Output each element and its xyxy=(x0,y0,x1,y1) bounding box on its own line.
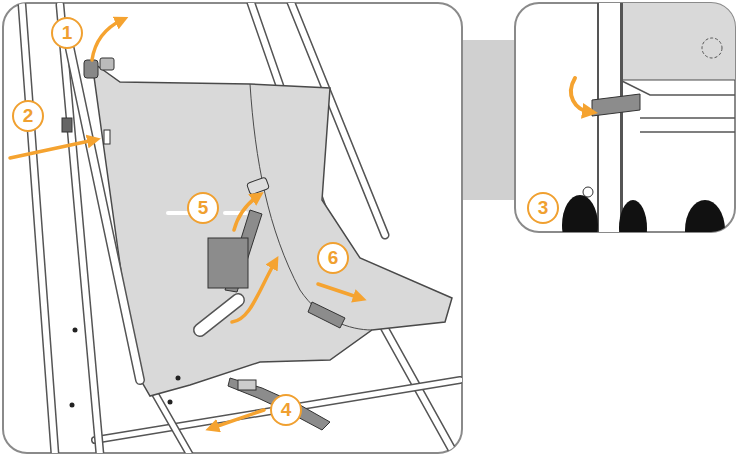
frame-tube xyxy=(22,5,55,453)
direction-arrow xyxy=(232,262,275,322)
hidden-hole xyxy=(702,38,722,58)
callout-number: 2 xyxy=(12,100,44,132)
bottom-strap xyxy=(228,378,330,430)
instruction-arrows xyxy=(10,20,360,428)
wheel xyxy=(685,200,725,232)
pivot-knob xyxy=(583,187,593,197)
side-slot xyxy=(104,130,110,144)
cross-tube xyxy=(200,300,238,330)
frame-tube xyxy=(60,5,100,453)
callout-number: 4 xyxy=(270,394,302,426)
rivet xyxy=(70,403,75,408)
wheel xyxy=(619,200,647,232)
rivet xyxy=(168,400,173,405)
connector-band xyxy=(462,40,515,200)
frame-tube xyxy=(150,385,190,453)
frame-tube xyxy=(598,3,621,232)
seat-fabric xyxy=(92,62,452,396)
callout-number: 1 xyxy=(51,17,83,49)
fastening-strap xyxy=(592,94,640,116)
direction-arrow xyxy=(212,410,264,428)
seat-edge xyxy=(620,80,735,95)
crotch-pad xyxy=(208,238,248,288)
frame-tube xyxy=(22,5,55,453)
callout-number: 5 xyxy=(187,192,219,224)
clip-buckle xyxy=(100,58,114,70)
detail-drawing xyxy=(562,3,735,232)
callout-number: 6 xyxy=(317,242,349,274)
direction-arrow xyxy=(318,284,360,298)
direction-arrow xyxy=(234,196,258,230)
rivet xyxy=(176,376,181,381)
seat-seam xyxy=(250,84,372,330)
frame-clip xyxy=(84,60,98,78)
frame-tube xyxy=(60,5,100,453)
frame-tube xyxy=(598,3,622,232)
stroller-drawing xyxy=(10,3,460,453)
frame-tube xyxy=(150,385,190,453)
wheel xyxy=(562,195,598,232)
direction-arrow xyxy=(571,78,590,112)
strap-loop xyxy=(238,380,256,390)
rivet xyxy=(73,328,78,333)
crotch-buckle xyxy=(308,302,345,328)
strap-buckle xyxy=(247,177,270,195)
side-clip xyxy=(62,118,72,132)
seat-tube xyxy=(68,40,140,380)
seat-tube xyxy=(68,40,140,380)
direction-arrow xyxy=(10,140,94,158)
frame-tube-fill xyxy=(599,3,621,232)
frame-bar xyxy=(640,118,735,132)
seat-fabric xyxy=(620,3,735,80)
direction-arrow xyxy=(92,20,122,60)
cross-tube xyxy=(200,300,238,330)
callout-number: 3 xyxy=(527,192,559,224)
main-panel xyxy=(3,3,462,453)
frame-tubes xyxy=(22,3,460,453)
